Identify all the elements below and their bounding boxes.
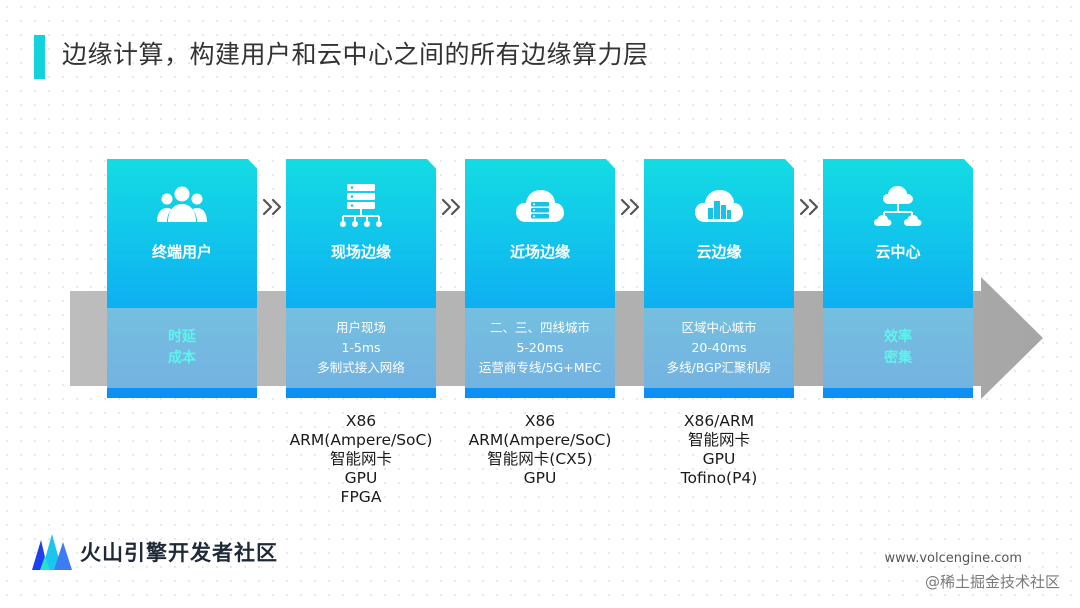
- site-url[interactable]: www.volcengine.com: [884, 551, 1022, 566]
- page-title: 边缘计算，构建用户和云中心之间的所有边缘算力层: [62, 40, 649, 69]
- stage-card-near-edge: 近场边缘 二、三、四线城市 5-20ms 运营商专线/5G+MEC: [465, 159, 615, 398]
- spec-item: X86: [345, 412, 377, 430]
- watermark: @稀土掘金技术社区: [924, 573, 1060, 591]
- stage-card-cloud-center: 云中心 效率 密集: [823, 159, 973, 398]
- band-line: 成本: [168, 350, 196, 366]
- cloud-city-icon: [695, 190, 743, 222]
- spec-item: ARM(Ampere/SoC): [289, 431, 433, 449]
- spec-item: FPGA: [340, 488, 382, 506]
- stage-band: 二、三、四线城市 5-20ms 运营商专线/5G+MEC: [465, 308, 615, 388]
- spec-item: X86: [524, 412, 556, 430]
- band-text: 时延 成本: [107, 308, 257, 388]
- band-line: 20-40ms: [691, 340, 747, 355]
- stage-title: 现场边缘: [330, 243, 391, 261]
- band-line: 运营商专线/5G+MEC: [478, 360, 602, 375]
- stage-band: 效率 密集: [823, 308, 973, 388]
- band-text: 效率 密集: [823, 308, 973, 388]
- spec-item: 智能网卡: [687, 431, 750, 449]
- band-text: 区域中心城市 20-40ms 多线/BGP汇聚机房: [644, 308, 794, 388]
- stage-title: 云中心: [875, 243, 921, 261]
- brand-name: 火山引擎开发者社区: [80, 541, 278, 565]
- double-chevron-icon: [441, 198, 461, 216]
- band-line: 效率: [884, 329, 912, 345]
- cloud-server-icon: [516, 190, 564, 222]
- stage-title: 终端用户: [151, 243, 212, 261]
- stage-card-cloud-edge: 云边缘 区域中心城市 20-40ms 多线/BGP汇聚机房: [644, 159, 794, 398]
- spec-item: GPU: [702, 450, 736, 468]
- volcengine-logo-icon: [32, 534, 72, 570]
- band-line: 5-20ms: [516, 340, 564, 355]
- server-network-icon: [340, 184, 382, 227]
- spec-list-cloud-edge: X86/ARM 智能网卡 GPU Tofino(P4): [624, 412, 814, 488]
- band-line: 多线/BGP汇聚机房: [666, 360, 772, 375]
- title-accent-bar: [34, 35, 45, 79]
- spec-item: ARM(Ampere/SoC): [468, 431, 612, 449]
- stage-title: 近场边缘: [509, 243, 570, 261]
- band-line: 1-5ms: [341, 340, 381, 355]
- stage-title: 云边缘: [696, 243, 742, 261]
- cloud-network-icon: [874, 186, 922, 226]
- band-overlay: [644, 308, 794, 388]
- double-chevron-icon: [799, 198, 819, 216]
- band-line: 时延: [168, 329, 196, 345]
- stage-band: 用户现场 1-5ms 多制式接入网络: [286, 308, 436, 388]
- band-line: 多制式接入网络: [317, 360, 405, 375]
- band-overlay: [823, 308, 973, 388]
- spec-list-onsite-edge: X86 ARM(Ampere/SoC) 智能网卡 GPU FPGA: [266, 412, 456, 507]
- band-text: 二、三、四线城市 5-20ms 运营商专线/5G+MEC: [465, 308, 615, 388]
- users-icon: [157, 186, 207, 222]
- spec-item: X86/ARM: [683, 412, 755, 430]
- stage-band: 时延 成本: [107, 308, 257, 388]
- stage-card-end-user: 终端用户 时延 成本: [107, 159, 257, 398]
- spec-item: 智能网卡(CX5): [487, 450, 593, 468]
- stage-card-onsite-edge: 现场边缘 用户现场 1-5ms 多制式接入网络: [286, 159, 436, 398]
- band-line: 二、三、四线城市: [489, 320, 590, 335]
- spec-list-near-edge: X86 ARM(Ampere/SoC) 智能网卡(CX5) GPU: [445, 412, 635, 488]
- band-overlay: [465, 308, 615, 388]
- double-chevron-icon: [620, 198, 640, 216]
- band-line: 用户现场: [335, 320, 386, 335]
- band-overlay: [107, 308, 257, 388]
- band-text: 用户现场 1-5ms 多制式接入网络: [286, 308, 436, 388]
- stage-band: 区域中心城市 20-40ms 多线/BGP汇聚机房: [644, 308, 794, 388]
- band-line: 密集: [884, 350, 912, 366]
- spec-item: GPU: [523, 469, 557, 487]
- spec-item: 智能网卡: [329, 450, 392, 468]
- band-line: 区域中心城市: [681, 320, 757, 335]
- double-chevron-icon: [262, 198, 282, 216]
- band-overlay: [286, 308, 436, 388]
- spec-item: GPU: [344, 469, 378, 487]
- spec-item: Tofino(P4): [680, 469, 758, 487]
